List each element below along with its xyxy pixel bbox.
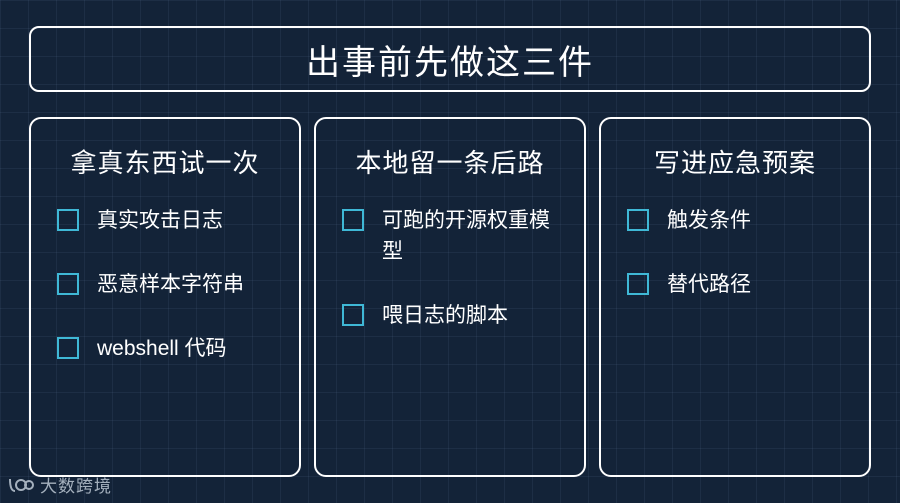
card-title: 本地留一条后路 (355, 148, 545, 178)
card-local-fallback: 本地留一条后路 可跑的开源权重模型 喂日志的脚本 (314, 117, 586, 477)
checkbox-icon[interactable] (57, 209, 79, 231)
watermark-text: 大数跨境 (40, 477, 112, 496)
checklist-item: webshell 代码 (57, 333, 285, 364)
card-emergency-plan: 写进应急预案 触发条件 替代路径 (599, 117, 871, 477)
checklist-item-label: 喂日志的脚本 (382, 304, 508, 327)
checklist-item-label: 恶意样本字符串 (97, 273, 244, 296)
checklist-item-label: webshell 代码 (97, 337, 227, 360)
checklist: 可跑的开源权重模型 喂日志的脚本 (342, 205, 570, 364)
watermark: 大数跨境 (8, 472, 112, 497)
brand-logo-icon (9, 478, 34, 492)
card-title: 拿真东西试一次 (70, 148, 260, 178)
checklist-item-label: 触发条件 (667, 209, 751, 232)
checklist-item: 真实攻击日志 (57, 205, 285, 236)
card-test-real: 拿真东西试一次 真实攻击日志 恶意样本字符串 webshell 代码 (29, 117, 301, 477)
checklist-item-label: 替代路径 (667, 273, 751, 296)
checkbox-icon[interactable] (342, 304, 364, 326)
checklist-item: 喂日志的脚本 (342, 300, 570, 331)
checklist-item: 可跑的开源权重模型 (342, 205, 570, 267)
checkbox-icon[interactable] (627, 209, 649, 231)
checkbox-icon[interactable] (57, 273, 79, 295)
checklist: 真实攻击日志 恶意样本字符串 webshell 代码 (57, 205, 285, 397)
title-banner: 出事前先做这三件 (29, 26, 871, 92)
checklist-item: 触发条件 (627, 205, 855, 236)
checkbox-icon[interactable] (627, 273, 649, 295)
checkbox-icon[interactable] (57, 337, 79, 359)
checkbox-icon[interactable] (342, 209, 364, 231)
checklist-item-label: 真实攻击日志 (97, 209, 223, 232)
card-title: 写进应急预案 (653, 148, 816, 178)
checklist-item-label: 可跑的开源权重模型 (382, 209, 550, 263)
page-title: 出事前先做这三件 (306, 43, 594, 82)
checklist: 触发条件 替代路径 (627, 205, 855, 333)
checklist-item: 恶意样本字符串 (57, 269, 285, 300)
checklist-item: 替代路径 (627, 269, 855, 300)
